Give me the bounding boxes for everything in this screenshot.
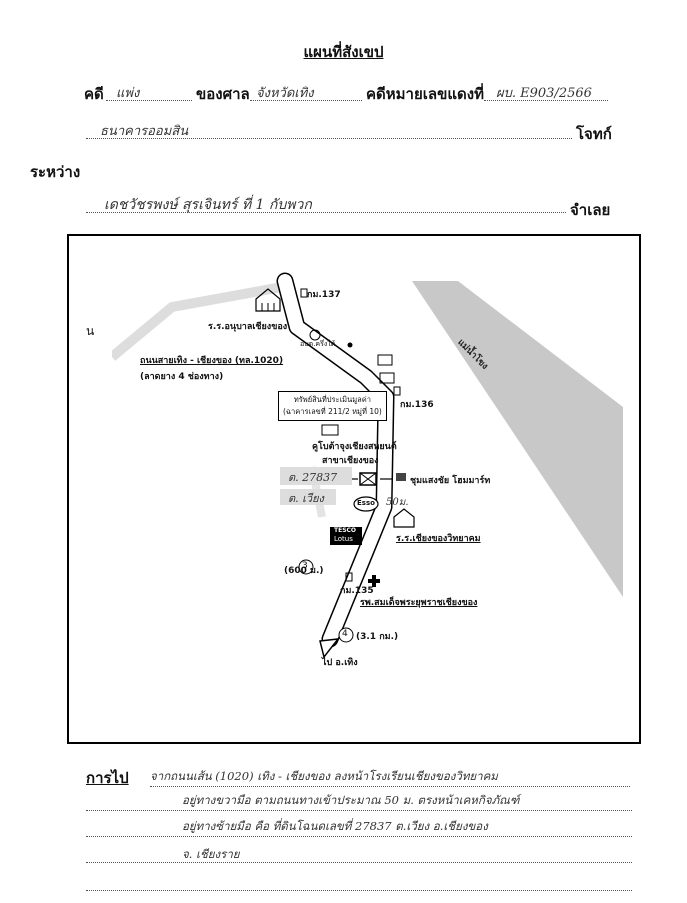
subdistrict-label: ต. เวียง — [288, 492, 324, 505]
property-line1: ทรัพย์สินที่ประเมินมูลค่า — [293, 395, 371, 404]
km-post-icon — [345, 572, 353, 582]
river-shape — [412, 281, 623, 597]
km137-label: กม.137 — [307, 290, 341, 300]
map-frame — [67, 234, 641, 744]
background-road — [108, 282, 283, 361]
page-title: แผนที่สังเขป — [303, 43, 384, 61]
showroom-line1: คูโบต้าจุงเชียงสหยนต์ — [312, 442, 397, 452]
directions-label: การไป — [86, 769, 129, 787]
court-field: จังหวัดเทิง — [250, 82, 362, 101]
plaintiff-label: โจทก์ — [576, 125, 612, 143]
property-line2: (ฉาคารเลขที่ 211/2 หมู่ที่ 10) — [283, 407, 382, 416]
distance-600m: (600 ม.) — [284, 566, 324, 576]
directions-line — [86, 810, 632, 811]
road-label: ถนนสายเทิง - เชียงของ (ทล.1020) — [140, 356, 284, 366]
tesco-label: TESCO — [334, 527, 357, 534]
road-sub-label: (ลาดยาง 4 ช่องทาง) — [140, 372, 224, 382]
main-road-fill — [278, 274, 393, 646]
directions-line — [86, 890, 632, 891]
plaintiff-value: ธนาคารออมสิน — [100, 124, 189, 139]
lotus-label: Lotus — [334, 535, 353, 543]
north-mark: น — [86, 324, 95, 338]
defendant-value: เดชวัชรพงษ์ สุรเจินทร์ ที่ 1 กับพวก — [104, 197, 312, 213]
km135-label: กม.135 — [340, 586, 374, 596]
building-icon — [379, 372, 395, 384]
mart-label: ชุมแสงชัย โฮมมาร์ท — [410, 476, 491, 486]
defendant-field: เดชวัชรพงษ์ สุรเจินทร์ ที่ 1 กับพวก — [86, 194, 566, 213]
directions-line — [150, 786, 630, 787]
district-office-icon — [309, 329, 321, 341]
directions-line-3: อยู่ทางซ้ายมือ คือ ที่ดินโฉนดเลขที่ 2783… — [182, 819, 488, 833]
esso-label: Esso — [357, 499, 375, 507]
map-area: กม.137 ร.ร.อนุบาลเชียงของ อบต.ครึ่งใต้ ถ… — [76, 267, 623, 691]
school-icon — [255, 288, 281, 312]
hospital-label: รพ.สมเด็จพระยุพราชเชียงของ — [360, 598, 478, 608]
distance-50m: 50ม. — [386, 497, 409, 508]
showroom-icon — [321, 424, 339, 436]
case-value: แพ่ง — [116, 86, 140, 101]
distance-3-1km: (3.1 กม.) — [356, 632, 399, 642]
road-arrow-head — [319, 638, 340, 659]
building-icon — [377, 354, 393, 366]
school-icon — [393, 508, 415, 528]
directions-line-2: อยู่ทางขวามือ ตามถนนทางเข้าประมาณ 50 ม. … — [182, 793, 520, 807]
esso-logo — [353, 496, 379, 512]
between-label: ระหว่าง — [30, 163, 81, 181]
directions-line — [86, 836, 632, 837]
red-no-value: ผบ. E903/2566 — [496, 86, 592, 101]
red-no-field: ผบ. E903/2566 — [484, 82, 608, 101]
directions-line-4: จ. เชียงราย — [182, 847, 240, 861]
plaintiff-field: ธนาคารออมสิน — [86, 120, 572, 139]
case-label: คดี — [84, 85, 104, 103]
deed-number: ต. 27837 — [288, 471, 338, 484]
km136-label: กม.136 — [400, 400, 434, 410]
route-4-marker — [338, 627, 354, 643]
route-4-label: 4 — [342, 629, 348, 639]
school2-label: ร.ร.เชียงของวิทยาคม — [396, 534, 481, 544]
destination-label: ไป อ.เทิง — [322, 658, 358, 668]
map-drawing — [76, 272, 623, 659]
route-3-marker — [298, 559, 314, 575]
km-post-icon — [393, 386, 401, 396]
court-value: จังหวัดเทิง — [256, 86, 314, 101]
case-field: แพ่ง — [106, 82, 192, 101]
subdistrict-highlight — [280, 489, 336, 505]
tesco-lotus-logo — [330, 527, 362, 545]
directions-line — [86, 862, 632, 863]
showroom-line2: สาขาเชียงของ — [322, 456, 379, 466]
property-callout: ทรัพย์สินที่ประเมินมูลค่า (ฉาคารเลขที่ 2… — [278, 391, 387, 421]
km-post-icon — [300, 288, 308, 298]
directions-line-1: จากถนนเส้น (1020) เทิง - เชียงของ ลงหน้า… — [150, 769, 498, 783]
district-label: อบต.ครึ่งใต้ — [300, 340, 336, 348]
red-no-label: คดีหมายเลขแดงที่ — [366, 85, 484, 103]
deed-highlight — [280, 467, 352, 485]
defendant-label: จำเลย — [570, 201, 611, 219]
mart-icon — [396, 473, 406, 481]
route-3-label: 3 — [302, 561, 308, 571]
court-label: ของศาล — [196, 85, 250, 103]
school1-label: ร.ร.อนุบาลเชียงของ — [208, 322, 288, 332]
